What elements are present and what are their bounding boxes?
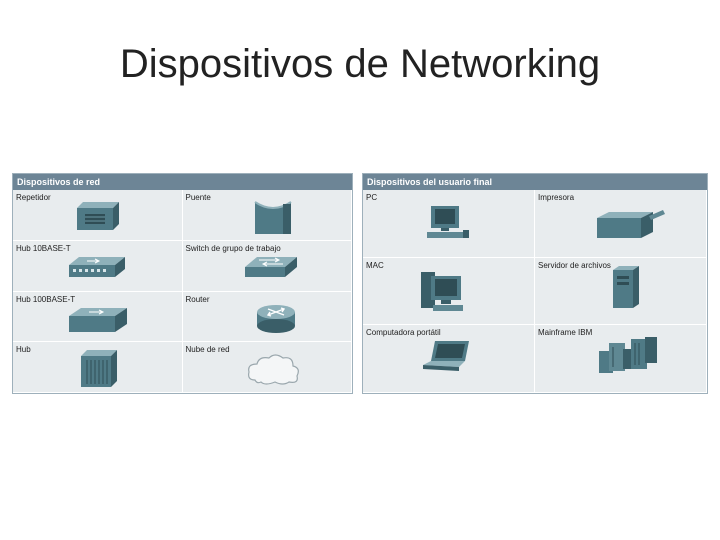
ibm-mainframe-icon: [599, 337, 657, 374]
device-label: Servidor de archivos: [538, 260, 611, 270]
end-user-devices-header: Dispositivos del usuario final: [363, 174, 707, 190]
device-label: MAC: [366, 260, 384, 270]
device-cell-pc: PC: [363, 190, 535, 258]
hub-100baset-icon: [69, 307, 127, 332]
slide-title: Dispositivos de Networking: [119, 42, 601, 86]
laptop-icon: [423, 341, 469, 372]
device-cell-ibm-mainframe: Mainframe IBM: [535, 325, 707, 393]
file-server-icon: [613, 265, 639, 308]
device-cell-repeater: Repetidor: [13, 190, 183, 241]
router-icon: [256, 304, 295, 333]
device-cell-hub-100baset: Hub 100BASE-T: [13, 291, 183, 343]
bridge-icon: [253, 201, 292, 234]
repeater-icon: [77, 202, 119, 230]
device-label: Repetidor: [16, 193, 51, 202]
device-cell-router: Router: [182, 291, 352, 343]
hub-icon: [81, 350, 117, 388]
device-label: Impresora: [538, 193, 575, 202]
device-cell-file-server: Servidor de archivos: [535, 257, 707, 326]
network-cloud-icon: [247, 354, 299, 385]
pc-icon: [427, 206, 469, 238]
device-label: Hub: [16, 345, 31, 355]
device-label: Computadora portátil: [366, 328, 441, 338]
device-label: PC: [366, 193, 378, 202]
device-cell-mac: MAC: [363, 257, 535, 326]
device-label: Router: [185, 294, 210, 304]
device-label: Switch de grupo de trabajo: [185, 243, 281, 253]
device-label: Hub 100BASE-T: [16, 294, 76, 304]
device-cell-laptop: Computadora portátil: [363, 325, 535, 393]
device-cell-hub-10baset: Hub 10BASE-T: [13, 240, 183, 292]
end-user-devices-panel: Dispositivos del usuario final PC Impres…: [362, 173, 708, 394]
hub-10baset-icon: [69, 256, 125, 277]
device-cell-hub: Hub: [13, 342, 183, 393]
network-devices-panel: Dispositivos de red Repetidor Puente Hub…: [12, 173, 353, 394]
device-cell-printer: Impresora: [535, 190, 707, 258]
workgroup-switch-icon: [244, 256, 297, 277]
device-cell-workgroup-switch: Switch de grupo de trabajo: [182, 240, 352, 292]
printer-icon: [597, 210, 665, 238]
device-label: Puente: [185, 193, 211, 202]
device-cell-bridge: Puente: [182, 190, 352, 241]
device-label: Nube de red: [185, 345, 230, 355]
device-label: Mainframe IBM: [538, 328, 593, 338]
mac-icon: [421, 271, 463, 311]
device-cell-network-cloud: Nube de red: [182, 342, 352, 393]
device-label: Hub 10BASE-T: [16, 243, 71, 253]
network-devices-header: Dispositivos de red: [13, 174, 352, 190]
